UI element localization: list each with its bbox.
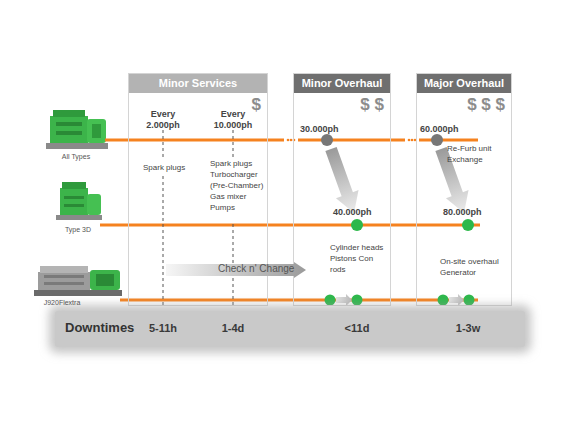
label-text: On-site overhaul Generator [440, 256, 510, 278]
timeline-lines [100, 140, 480, 300]
label-text: Every 2.000ph [138, 109, 188, 131]
engine-j920 [34, 266, 122, 296]
label-text: All Types [48, 153, 104, 161]
label-text: 60.000ph [420, 124, 476, 135]
label-text: 80.000ph [443, 207, 499, 218]
column-header: Minor Overhaul [294, 74, 390, 93]
label-text: Spark plugs Turbocharger (Pre-Chamber) G… [210, 158, 266, 213]
label-text: Re-Furb unit Exchange [447, 143, 499, 165]
downtime-band: Downtimes5-11h 1-4d <11d 1-3w [55, 311, 525, 347]
downtime-value: 1-4d [203, 322, 263, 335]
label-text: Every 10.000ph [208, 109, 258, 131]
label-text: Type 3D [50, 226, 106, 234]
label-text: Spark plugs [143, 162, 199, 173]
engine-type-3d [56, 182, 102, 220]
label-text: Cylinder heads Pistons Con rods [330, 242, 386, 275]
band-heading: Downtimes [65, 320, 134, 336]
downtime-value: 5-11h [133, 322, 193, 335]
column-header: Major Overhaul [417, 74, 511, 93]
cost-symbol: $ $ [360, 95, 384, 115]
label-text: 30.000ph [300, 124, 356, 135]
check-arrow: Check n' Change [166, 262, 306, 278]
cost-symbol: $ $ $ [467, 95, 505, 115]
label-text: 40.000ph [333, 207, 389, 218]
downtime-value: 1-3w [438, 322, 498, 335]
arrow-body [166, 262, 306, 278]
downtime-value: <11d [327, 322, 387, 335]
cost-symbol: $ [252, 95, 261, 115]
column-header: Minor Services [129, 74, 267, 93]
engine-all-types [46, 110, 108, 149]
interval-lines [163, 130, 233, 308]
arrow-text: Check n' Change [218, 263, 294, 275]
shift-arrow [320, 145, 366, 217]
label-text: J920Flextra [30, 299, 94, 307]
timeline-gaps [287, 139, 417, 142]
